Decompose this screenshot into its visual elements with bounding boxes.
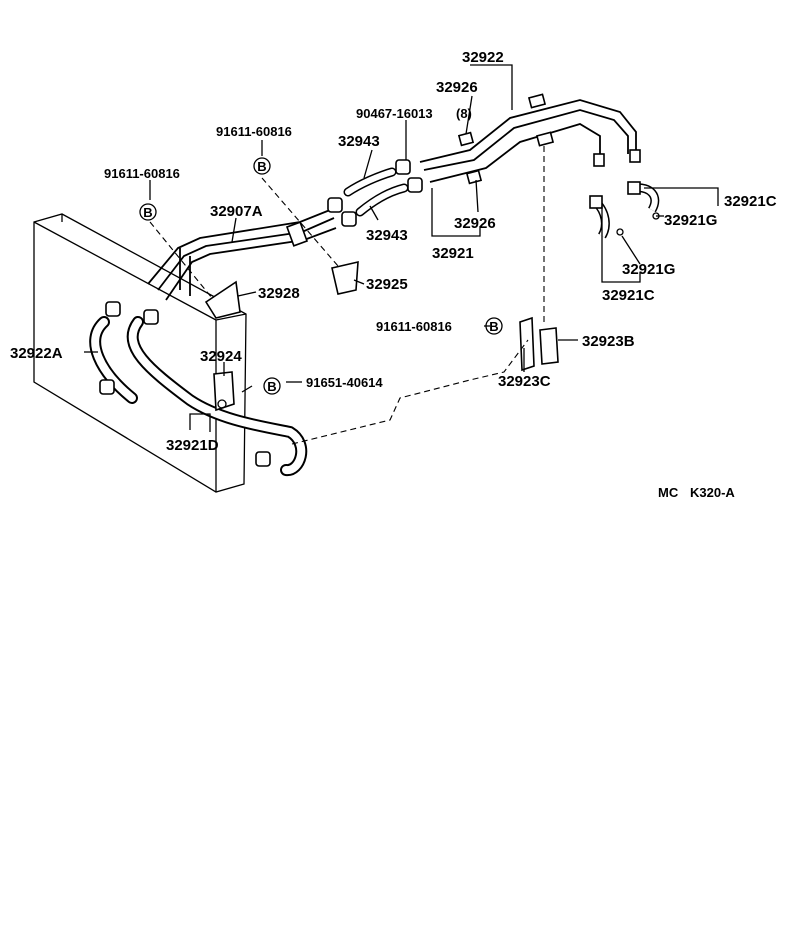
- brackets: [204, 260, 559, 412]
- lower-hoses: [89, 301, 308, 476]
- upper-pipes: [419, 93, 641, 185]
- reference-mc: MC: [658, 485, 679, 500]
- label-91651: 91651-40614: [306, 375, 383, 390]
- label-32924: 32924: [200, 348, 242, 365]
- bolt-marker-4: B: [263, 377, 281, 395]
- label-32921g-top: 32921G: [664, 212, 717, 229]
- label-32923b: 32923B: [582, 333, 635, 350]
- label-32921c-top: 32921C: [724, 193, 777, 210]
- label-32943-top: 32943: [338, 133, 380, 150]
- label-32923c: 32923C: [498, 373, 551, 390]
- bolt-marker-1: B: [253, 157, 271, 175]
- label-91611-c: 91611-60816: [376, 319, 452, 334]
- svg-text:B: B: [267, 379, 276, 394]
- label-90467-qty: (8): [456, 106, 472, 121]
- leader-lines: [84, 64, 719, 432]
- label-32943-bot: 32943: [366, 227, 408, 244]
- label-32926-bot: 32926: [454, 215, 496, 232]
- label-32922: 32922: [462, 49, 504, 66]
- label-32926-top: 32926: [436, 79, 478, 96]
- hoses-32943: [327, 159, 423, 227]
- bolt-marker-2: B: [139, 203, 157, 221]
- label-91611-a: 91611-60816: [216, 124, 292, 139]
- label-32907a: 32907A: [210, 203, 263, 220]
- reference-code: K320-A: [690, 485, 735, 500]
- label-32925: 32925: [366, 276, 408, 293]
- label-32921g-bot: 32921G: [622, 261, 675, 278]
- label-32921c-bot: 32921C: [602, 287, 655, 304]
- dashed-leaders: [149, 146, 545, 445]
- label-32928: 32928: [258, 285, 300, 302]
- right-fittings: [589, 181, 660, 239]
- svg-text:B: B: [143, 205, 152, 220]
- svg-text:B: B: [489, 319, 498, 334]
- label-90467: 90467-16013: [356, 106, 433, 121]
- bolt-marker-3: B: [485, 317, 503, 335]
- svg-text:B: B: [257, 159, 266, 174]
- label-32921d: 32921D: [166, 437, 219, 454]
- label-91611-b: 91611-60816: [104, 166, 180, 181]
- label-32922a: 32922A: [10, 345, 63, 362]
- oil-cooler-tube-32907a: [147, 209, 337, 301]
- label-32921: 32921: [432, 245, 474, 262]
